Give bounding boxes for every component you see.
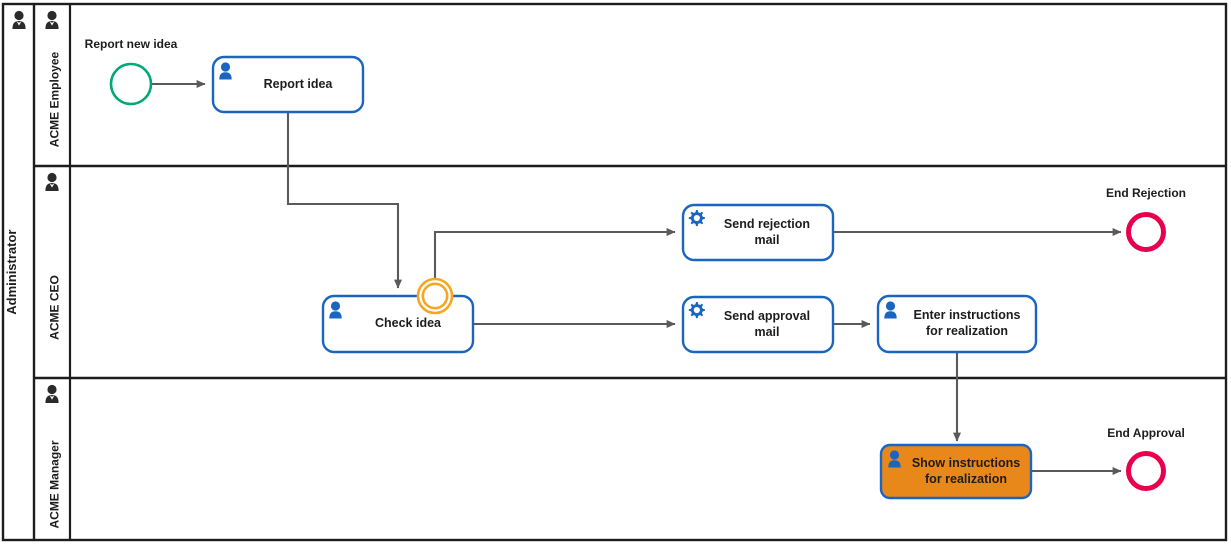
task-report-idea[interactable] [211, 55, 365, 114]
lane-title-acme-manager: ACME Manager [47, 440, 62, 529]
start-event-report-new-idea[interactable] [109, 62, 153, 106]
task-label-line2: mail [754, 232, 780, 247]
task-label-line2: for realization [925, 471, 1007, 486]
service-task-gear-icon [688, 210, 705, 227]
task-label-line1: Send approval [723, 308, 811, 323]
boundary-event-check-idea[interactable] [416, 277, 454, 315]
lane-title-acme-employee: ACME Employee [47, 51, 62, 148]
user-task-icon [884, 301, 897, 319]
lane-title-acme-ceo: ACME CEO [47, 275, 62, 340]
task-label-send-approval-mail: Send approval mail [701, 297, 833, 352]
task-send-approval-mail[interactable] [681, 295, 835, 354]
lane-manager-user-icon [45, 384, 59, 403]
service-task-gear-icon [688, 302, 705, 319]
task-label-send-rejection-mail: Send rejection mail [701, 205, 833, 260]
lane-employee-user-icon [45, 10, 59, 29]
task-label-line2: for realization [926, 324, 1008, 338]
task-label-enter-instructions-for-realization: Enter instructions for realization [898, 296, 1036, 352]
task-send-rejection-mail[interactable] [681, 203, 835, 262]
task-label-line1: Show instructions [911, 455, 1021, 470]
flow-report-idea-to-check-idea [286, 112, 402, 289]
task-label-check-idea: Check idea [374, 316, 441, 331]
task-label-report-idea: Report idea [263, 76, 333, 91]
end-event-end-rejection[interactable] [1126, 212, 1166, 252]
user-task-icon [219, 62, 232, 80]
user-task-icon [329, 301, 342, 319]
pool-user-icon [12, 10, 26, 29]
task-label-line1: Enter instructions [913, 308, 1021, 323]
user-task-icon [888, 450, 901, 468]
end-event-end-approval[interactable] [1126, 451, 1166, 491]
flow-boundary-to-send-rejection-mail [433, 228, 676, 279]
lane-ceo-user-icon [45, 172, 59, 191]
task-label-line2: mail [754, 324, 780, 339]
start-event-label-report-new-idea: Report new idea [84, 37, 178, 51]
end-event-label-end-rejection: End Rejection [1105, 186, 1186, 200]
task-label-show-instructions-for-realization: Show instructions for realization [901, 445, 1031, 498]
task-enter-instructions-for-realization[interactable] [876, 294, 1038, 354]
task-show-instructions-for-realization[interactable] [879, 443, 1033, 500]
pool-title: Administrator [3, 229, 19, 315]
task-label-line1: Send rejection [723, 216, 811, 231]
end-event-label-end-approval: End Approval [1107, 426, 1185, 440]
